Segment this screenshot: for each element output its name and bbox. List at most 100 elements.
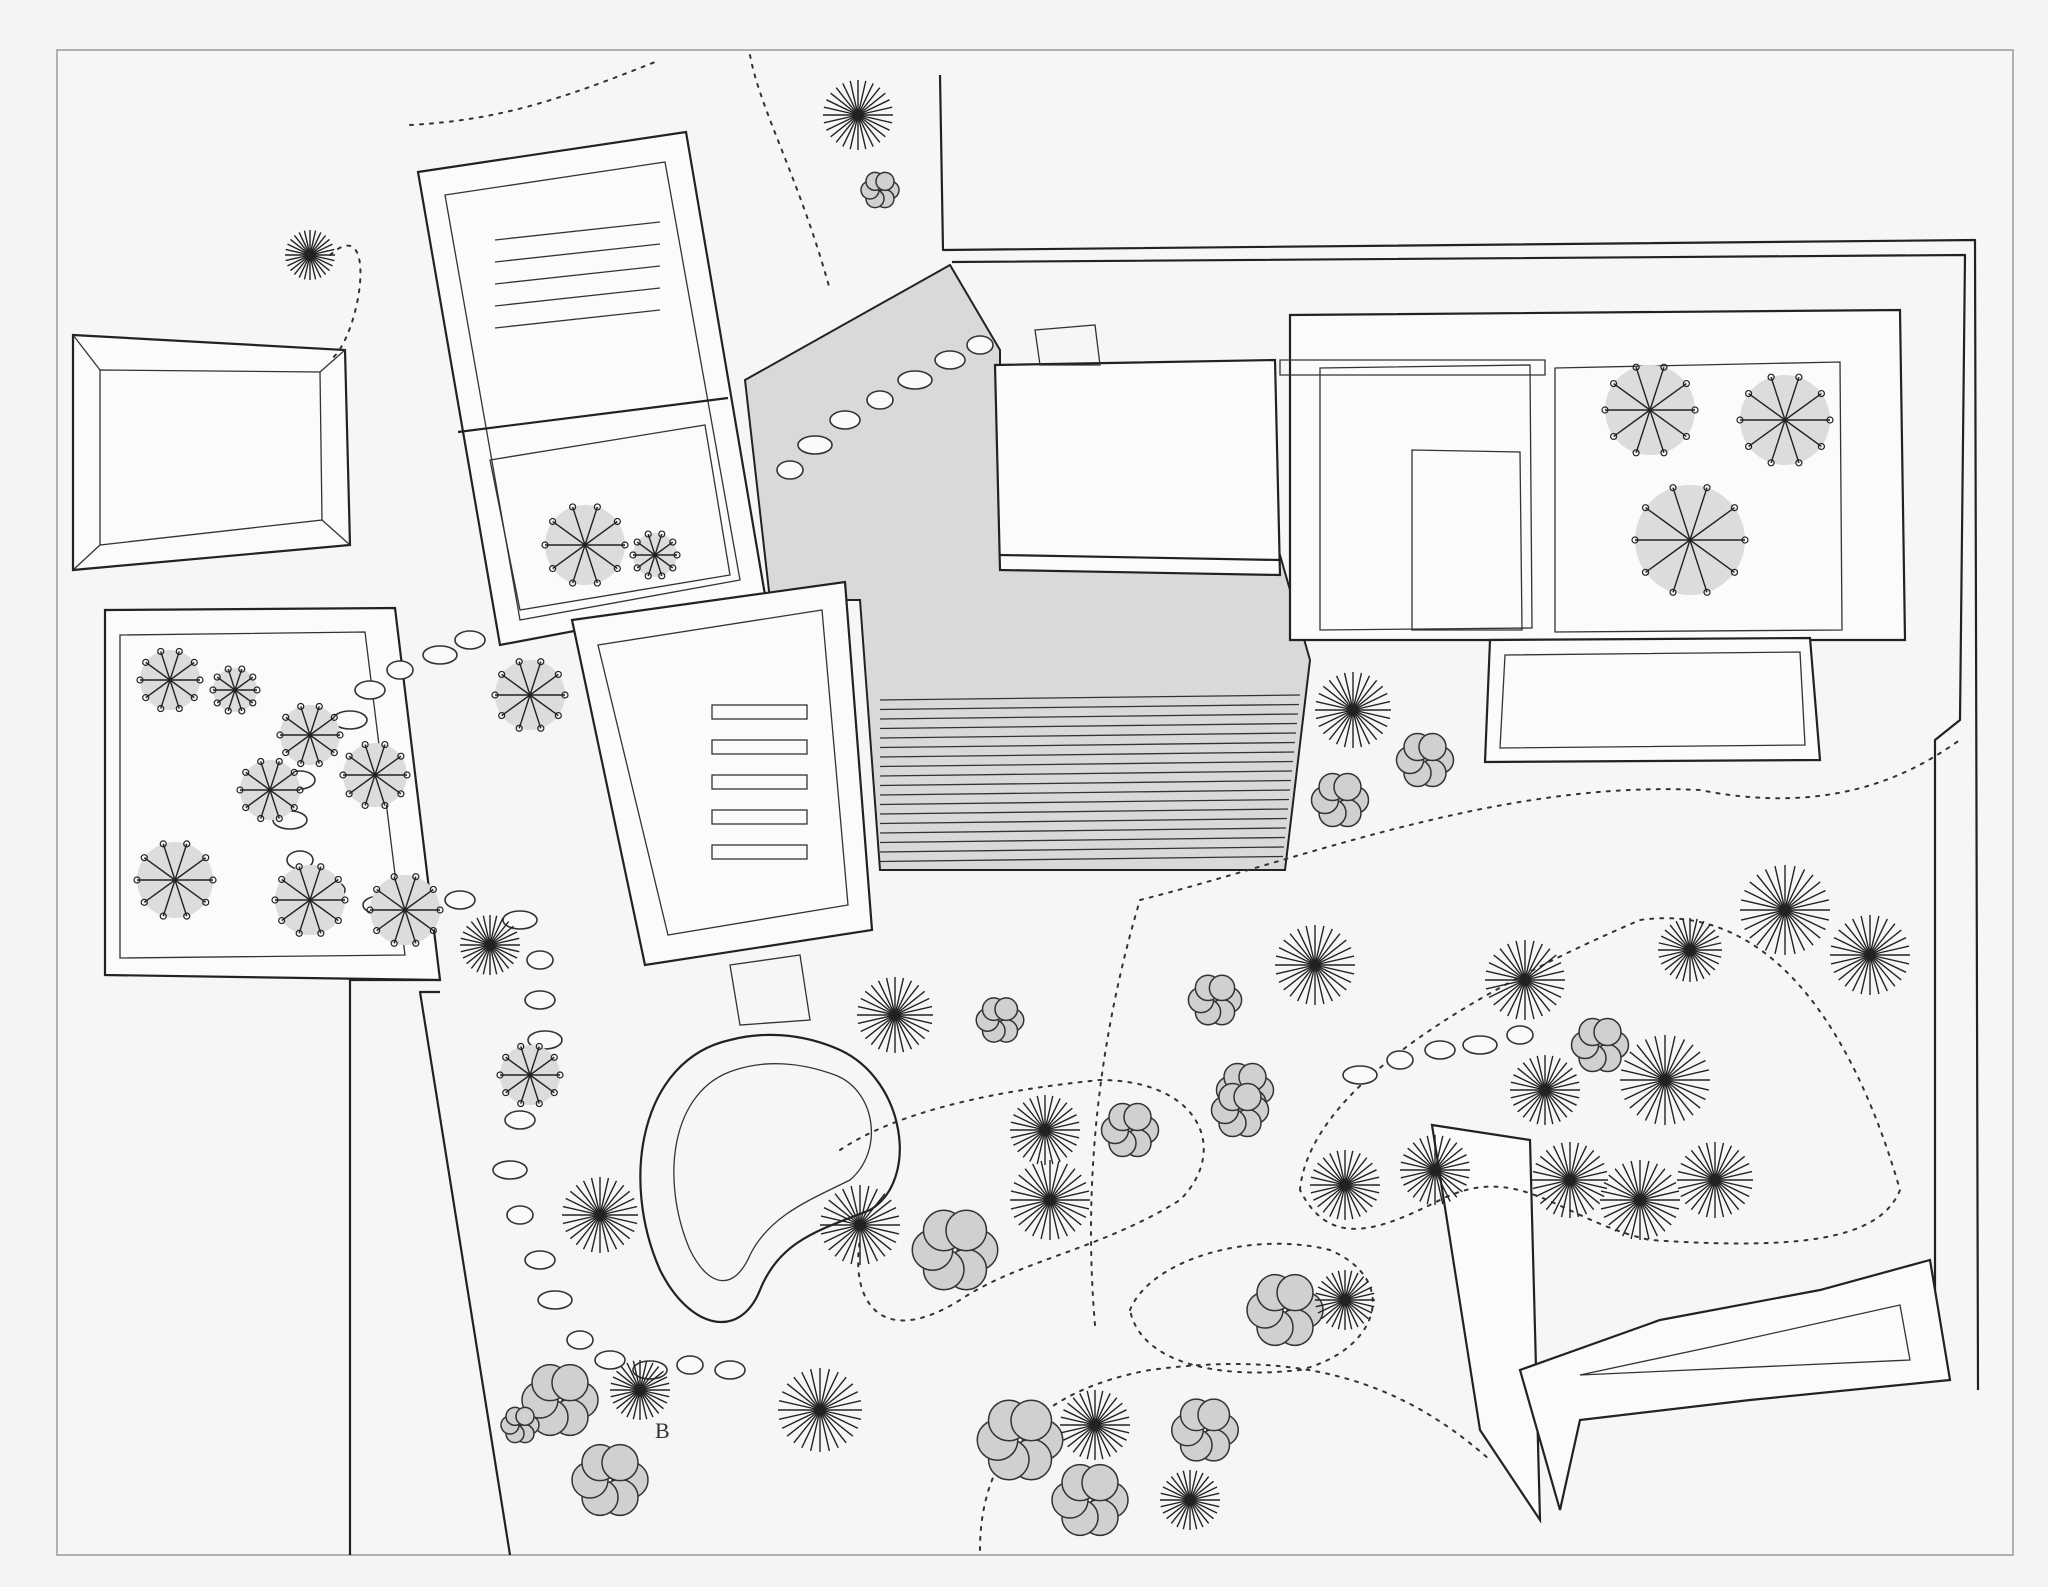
- step-line: [879, 855, 1284, 863]
- stepping-stone: [776, 460, 804, 480]
- stepping-stone: [594, 1350, 626, 1370]
- step-line: [879, 703, 1300, 711]
- tree: [1010, 1160, 1090, 1240]
- stepping-stone: [966, 335, 994, 355]
- tree: [285, 230, 335, 280]
- stepping-stone: [829, 410, 861, 430]
- stepping-stone: [386, 660, 414, 680]
- stepping-stone: [504, 1110, 536, 1130]
- table: [711, 809, 808, 825]
- tree: [496, 1042, 564, 1108]
- stepping-stone: [492, 1160, 528, 1180]
- shrub-cluster: [1210, 1082, 1270, 1138]
- tree: [1620, 1035, 1710, 1125]
- tree: [339, 740, 411, 810]
- tree: [610, 1360, 670, 1420]
- tree: [133, 840, 217, 920]
- shrub-cluster: [1171, 1398, 1239, 1462]
- tree: [276, 702, 344, 768]
- central-hall-building: [570, 580, 874, 1026]
- step-line: [879, 836, 1286, 844]
- stepping-stone: [506, 1205, 534, 1225]
- table: [711, 739, 808, 755]
- stair-line: [494, 265, 661, 285]
- trees: [133, 80, 1910, 1537]
- tree: [1532, 1142, 1608, 1218]
- table: [711, 844, 808, 860]
- tree: [1600, 1160, 1680, 1240]
- signature-mark: B: [655, 1418, 670, 1443]
- stepping-stone: [354, 680, 386, 700]
- stepping-stone: [897, 370, 933, 390]
- tree: [460, 915, 520, 975]
- stair-line: [494, 243, 661, 263]
- step-line: [879, 722, 1298, 730]
- stepping-stone: [454, 630, 486, 650]
- stair-line: [494, 287, 661, 307]
- signature: B: [655, 1418, 670, 1443]
- studio-block: [993, 324, 1282, 577]
- tree: [1315, 1270, 1375, 1330]
- shrub-cluster: [976, 1399, 1064, 1481]
- tree: [1658, 918, 1722, 982]
- tree: [236, 757, 304, 823]
- tree: [1631, 484, 1749, 596]
- stepping-stone: [502, 910, 538, 930]
- tree: [1160, 1470, 1220, 1530]
- tree: [778, 1368, 862, 1452]
- shrub-cluster: [1246, 1273, 1324, 1347]
- stepping-stone: [934, 350, 966, 370]
- tree: [1736, 373, 1834, 467]
- tree: [1060, 1390, 1130, 1460]
- tree: [857, 977, 933, 1053]
- tree: [1740, 865, 1830, 955]
- tree: [1400, 1135, 1470, 1205]
- step-line: [879, 817, 1288, 825]
- tree: [629, 530, 681, 580]
- stepping-stone: [526, 950, 554, 970]
- tree: [1677, 1142, 1753, 1218]
- step-line: [879, 789, 1291, 796]
- step-line: [879, 798, 1290, 806]
- step-line: [879, 751, 1295, 758]
- stepping-stone: [566, 1330, 594, 1350]
- tree: [491, 658, 569, 732]
- step-line: [879, 770, 1293, 777]
- stepping-stone: [524, 1250, 556, 1270]
- tree: [136, 647, 204, 713]
- tree: [1275, 925, 1355, 1005]
- stair-line: [494, 221, 661, 241]
- tree: [366, 873, 444, 947]
- north-hall-building: [416, 130, 767, 647]
- shrub-cluster: [975, 997, 1025, 1043]
- shrub-cluster: [500, 1406, 540, 1444]
- tree: [541, 503, 629, 587]
- step-line: [879, 713, 1299, 720]
- plaza-steps: [879, 694, 1301, 863]
- tree: [562, 1177, 638, 1253]
- tree: [1315, 672, 1391, 748]
- stepping-stone: [537, 1290, 573, 1310]
- shrub-cluster: [860, 171, 900, 209]
- shrub-cluster: [1310, 772, 1370, 828]
- step-line: [879, 779, 1292, 787]
- table: [711, 774, 808, 790]
- stepping-stone: [422, 645, 458, 665]
- tree: [271, 863, 349, 937]
- step-line: [879, 846, 1285, 853]
- stepping-stone: [866, 390, 894, 410]
- residential-building: [1430, 1123, 1952, 1524]
- stepping-stone: [714, 1360, 746, 1380]
- step-line: [879, 741, 1296, 749]
- table: [711, 704, 808, 720]
- stepping-stone: [524, 990, 556, 1010]
- stepping-stone: [676, 1355, 704, 1375]
- step-line: [879, 760, 1294, 768]
- step-line: [879, 827, 1287, 834]
- stepping-stone: [1424, 1040, 1456, 1060]
- stepping-stone: [1462, 1035, 1498, 1055]
- pond: [639, 1033, 901, 1324]
- shrub-cluster: [521, 1363, 599, 1437]
- tree: [1830, 915, 1910, 995]
